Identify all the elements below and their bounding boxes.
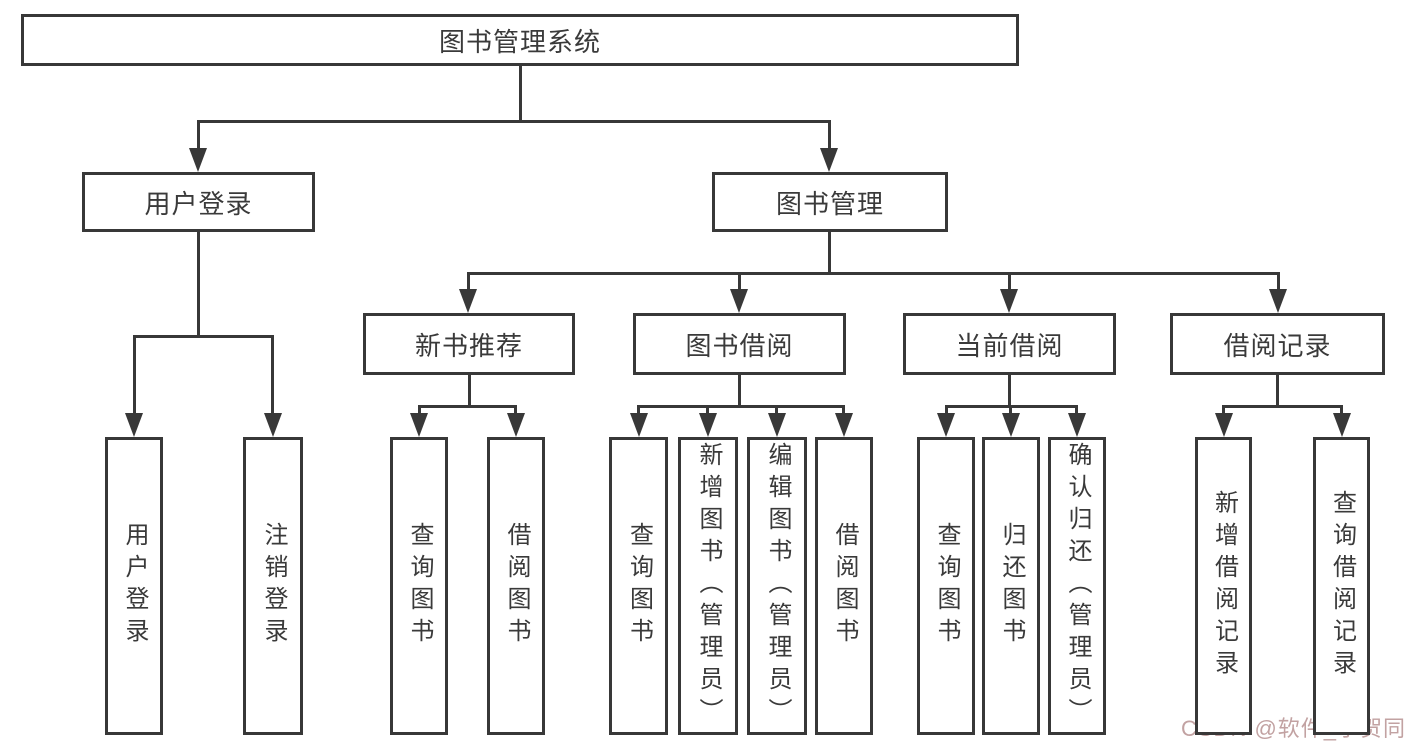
- connector-segment: [418, 405, 517, 408]
- connector-segment: [467, 272, 470, 294]
- leaf-borrow-books-borrowing: 借阅图书: [815, 437, 873, 735]
- node-label: 用户登录: [144, 188, 253, 219]
- node-label: 借阅图书: [831, 522, 858, 650]
- connector-segment: [514, 405, 517, 419]
- connector-segment: [197, 232, 200, 337]
- arrowhead-down-icon: [1000, 289, 1018, 313]
- leaf-user-login: 用户登录: [105, 437, 163, 735]
- arrowhead-down-icon: [189, 148, 207, 172]
- leaf-query-books-recommend: 查询图书: [390, 437, 448, 735]
- connector-segment: [637, 405, 845, 408]
- node-label: 归还图书: [998, 522, 1025, 650]
- leaf-confirm-return-admin: 确认归还（管理员）: [1048, 437, 1106, 735]
- current-borrowing-box: 当前借阅: [903, 313, 1116, 375]
- leaf-logout: 注销登录: [243, 437, 303, 735]
- connector-segment: [1340, 405, 1343, 419]
- connector-segment: [1008, 272, 1011, 294]
- book-borrowing-box: 图书借阅: [633, 313, 846, 375]
- connector-segment: [133, 335, 274, 338]
- node-label: 新增图书（管理员）: [695, 442, 722, 730]
- connector-segment: [197, 120, 831, 123]
- arrowhead-down-icon: [768, 413, 786, 437]
- arrowhead-down-icon: [507, 413, 525, 437]
- connector-segment: [738, 272, 741, 294]
- leaf-add-books-admin: 新增图书（管理员）: [678, 437, 738, 735]
- node-label: 图书管理系统: [438, 26, 601, 57]
- arrowhead-down-icon: [630, 413, 648, 437]
- connector-segment: [1075, 405, 1078, 419]
- arrowhead-down-icon: [264, 413, 282, 437]
- arrowhead-down-icon: [410, 413, 428, 437]
- leaf-query-borrow-record: 查询借阅记录: [1313, 437, 1370, 735]
- connector-segment: [197, 120, 200, 152]
- connector-segment: [945, 405, 948, 419]
- connector-segment: [775, 405, 778, 419]
- connector-segment: [418, 405, 421, 419]
- leaf-query-books-current: 查询图书: [917, 437, 975, 735]
- node-label: 查询图书: [933, 522, 960, 650]
- node-label: 新书推荐: [414, 330, 523, 361]
- arrowhead-down-icon: [125, 413, 143, 437]
- connector-segment: [133, 335, 136, 417]
- connector-segment: [519, 66, 522, 122]
- connector-segment: [842, 405, 845, 419]
- connector-segment: [637, 405, 640, 419]
- node-label: 查询图书: [406, 522, 433, 650]
- node-label: 借阅记录: [1223, 330, 1332, 361]
- connector-segment: [1222, 405, 1225, 419]
- node-label: 图书管理: [775, 188, 884, 219]
- node-label: 用户登录: [121, 522, 148, 650]
- arrowhead-down-icon: [730, 289, 748, 313]
- connector-segment: [271, 335, 274, 417]
- arrowhead-down-icon: [820, 148, 838, 172]
- node-label: 图书借阅: [685, 330, 794, 361]
- arrowhead-down-icon: [1333, 413, 1351, 437]
- leaf-query-books-borrowing: 查询图书: [609, 437, 668, 735]
- arrowhead-down-icon: [1215, 413, 1233, 437]
- connector-segment: [1008, 375, 1011, 407]
- borrowing-records-box: 借阅记录: [1170, 313, 1385, 375]
- leaf-borrow-books-recommend: 借阅图书: [487, 437, 545, 735]
- arrowhead-down-icon: [459, 289, 477, 313]
- node-label: 新增借阅记录: [1210, 490, 1238, 682]
- connector-segment: [828, 120, 831, 152]
- connector-segment: [1009, 405, 1012, 419]
- connector-segment: [467, 272, 1280, 275]
- node-label: 注销登录: [260, 522, 287, 650]
- node-label: 当前借阅: [955, 330, 1064, 361]
- connector-segment: [738, 375, 741, 407]
- connector-segment: [468, 375, 471, 407]
- arrowhead-down-icon: [835, 413, 853, 437]
- connector-segment: [1222, 405, 1343, 408]
- new-book-recommend-box: 新书推荐: [363, 313, 575, 375]
- user-login-box: 用户登录: [82, 172, 315, 232]
- connector-segment: [1277, 272, 1280, 294]
- connector-segment: [828, 232, 831, 274]
- book-management-box: 图书管理: [712, 172, 948, 232]
- node-label: 查询借阅记录: [1328, 490, 1356, 682]
- node-label: 编辑图书（管理员）: [764, 442, 791, 730]
- node-label: 确认归还（管理员）: [1064, 442, 1091, 730]
- arrowhead-down-icon: [1068, 413, 1086, 437]
- arrowhead-down-icon: [937, 413, 955, 437]
- node-label: 借阅图书: [503, 522, 530, 650]
- leaf-edit-books-admin: 编辑图书（管理员）: [747, 437, 807, 735]
- arrowhead-down-icon: [1002, 413, 1020, 437]
- leaf-add-borrow-record: 新增借阅记录: [1195, 437, 1252, 735]
- connector-segment: [1276, 375, 1279, 407]
- node-label: 查询图书: [625, 522, 653, 650]
- connector-segment: [706, 405, 709, 419]
- root-box: 图书管理系统: [21, 14, 1019, 66]
- arrowhead-down-icon: [699, 413, 717, 437]
- arrowhead-down-icon: [1269, 289, 1287, 313]
- leaf-return-books: 归还图书: [982, 437, 1040, 735]
